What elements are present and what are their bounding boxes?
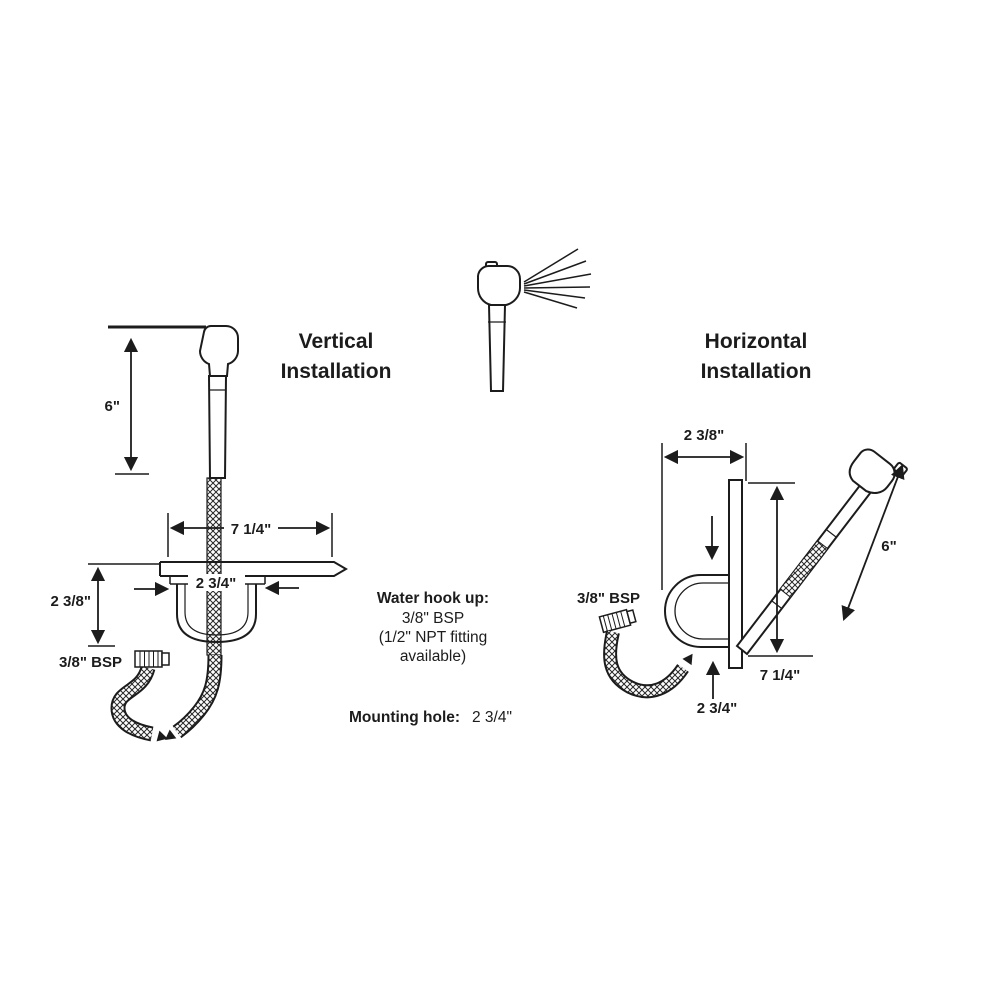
horizontal-installation-figure: 2 3/8" [577, 330, 908, 717]
wand-hose-section [779, 539, 829, 599]
vertical-title-line2: Installation [281, 360, 392, 383]
water-hookup-line4: available) [400, 648, 466, 665]
sprayer-head-shape [848, 448, 896, 494]
horizontal-bulkhead-plate [728, 479, 743, 669]
hose-end-arrow [156, 730, 168, 742]
dim-label-2-3-4-vertical: 2 3/4" [196, 575, 236, 592]
water-hookup-line2: 3/8" BSP [402, 610, 464, 627]
dim-label-6in-horizontal: 6" [881, 538, 896, 555]
dim-label-2-3-4-horizontal: 2 3/4" [697, 700, 737, 717]
vertical-bsp-fitting [134, 650, 170, 668]
hose-end-arrow [682, 653, 693, 666]
mounting-hole-label: Mounting hole: [349, 709, 460, 726]
horizontal-bsp-hose [603, 630, 693, 699]
mounting-hole-value: 2 3/4" [472, 709, 512, 726]
dim-label-2-3-8-horizontal: 2 3/8" [684, 427, 724, 444]
horizontal-dim-6in: 6" [841, 463, 905, 622]
horizontal-bsp-fitting [598, 608, 637, 634]
vertical-supply-hose [206, 477, 222, 656]
water-hookup-line3: (1/2" NPT fitting [379, 629, 488, 646]
notes-block: Water hook up: 3/8" BSP (1/2" NPT fittin… [349, 590, 512, 726]
horizontal-dim-2-3-4: 2 3/4" [697, 660, 737, 717]
vertical-title-line1: Vertical [299, 330, 374, 353]
vertical-drain-hose [165, 654, 223, 741]
cup-inner-line [184, 584, 249, 636]
bsp-label-vertical: 3/8" BSP [59, 654, 122, 671]
dim-label-7-1-4-vertical: 7 1/4" [231, 521, 271, 538]
bsp-label-horizontal: 3/8" BSP [577, 590, 640, 607]
sprayer-wand-shape [487, 304, 507, 392]
cup-outer-shape [176, 584, 257, 644]
dim-label-2-3-8-vertical: 2 3/8" [51, 593, 91, 610]
vertical-sprayer-drawing [198, 324, 239, 479]
vertical-installation-figure: 6" 7 1/4" 2 3/4" 2 3/8" 3/8" BSP Vertica… [51, 324, 392, 742]
vertical-dim-2-3-8: 2 3/8" [51, 563, 160, 647]
water-hookup-line1: Water hook up: [377, 590, 489, 607]
vertical-dim-6in: 6" [105, 337, 149, 475]
spray-lines [523, 248, 592, 309]
vertical-flange-shape [159, 561, 348, 577]
sprayer-wand-shape [207, 375, 228, 479]
horizontal-cup-drawing [663, 574, 730, 648]
cup-inner-line [674, 582, 729, 640]
dim-label-7-1-4-horizontal: 7 1/4" [760, 667, 800, 684]
horizontal-title-line1: Horizontal [705, 330, 808, 353]
hose-end-arrow [165, 729, 177, 741]
dim-label-6in-vertical: 6" [105, 398, 120, 415]
vertical-bsp-hose [110, 665, 168, 742]
sprayer-head-shape [477, 264, 521, 306]
horizontal-title-line2: Installation [701, 360, 812, 383]
center-sprayer-drawing [477, 248, 592, 392]
horizontal-dim-7-1-4: 7 1/4" [748, 482, 813, 684]
vertical-dim-7-1-4: 7 1/4" [167, 513, 333, 557]
vertical-dim-2-3-4: 2 3/4" [134, 574, 299, 597]
sprayer-head-shape [198, 324, 239, 377]
horizontal-dim-2-3-8: 2 3/8" [661, 427, 747, 590]
